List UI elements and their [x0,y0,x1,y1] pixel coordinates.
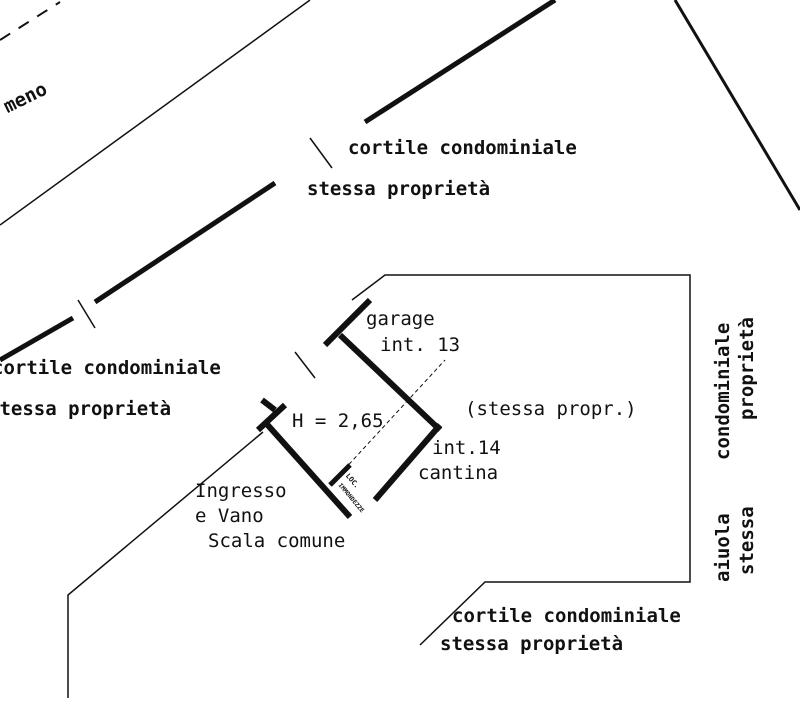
label-flowerbed: aiuola [712,513,734,582]
label-courtyard-left-2: stessa proprietà [0,398,172,420]
label-entrance: Ingresso [195,480,287,502]
label-courtyard-bottom-1: cortile condominiale [452,605,681,627]
lower-left-boundary [67,431,264,698]
wall-entrance-bottom [262,419,353,520]
gate-mark-2 [77,299,96,329]
label-garage-int: int. 13 [380,334,461,356]
label-courtyard-top-1: cortile condominiale [348,137,577,159]
label-cellar-int: int.14 [432,437,501,459]
label-entrance-2: e Vano [195,505,264,527]
dashed-stair [329,359,446,486]
label-garage: garage [366,308,435,330]
label-right-vertical-2: proprietà [736,317,758,420]
label-right-vertical-1: condominiale [712,322,734,460]
diagonal-right [673,0,800,211]
property-boundary [351,274,691,646]
thick-wall-left [0,315,75,363]
label-height: H = 2,65 [292,410,384,432]
dashed-boundary [0,1,61,41]
thick-wall-mid [93,180,277,305]
thin-boundary [0,0,311,226]
label-flowerbed-2: stessa [736,506,758,575]
gate-mark-3 [294,351,316,379]
wall-cellar [372,423,443,502]
wall-waste-room [328,463,352,487]
gate-mark-1 [309,137,333,169]
wall-garage-left [322,297,373,348]
label-courtyard-bottom-2: stessa proprietà [440,633,624,655]
label-cellar: cantina [418,462,499,484]
wall-entrance-top [255,402,288,433]
label-courtyard-left-1: cortile condominiale [0,357,221,379]
wall-garage-diag [337,332,443,433]
label-same-owner: (stessa propr.) [465,398,637,420]
wall-entrance-step [260,397,277,413]
thick-wall-top [363,0,557,125]
label-entrance-3: Scala comune [208,530,346,552]
label-courtyard-top-2: stessa proprietà [307,178,491,200]
